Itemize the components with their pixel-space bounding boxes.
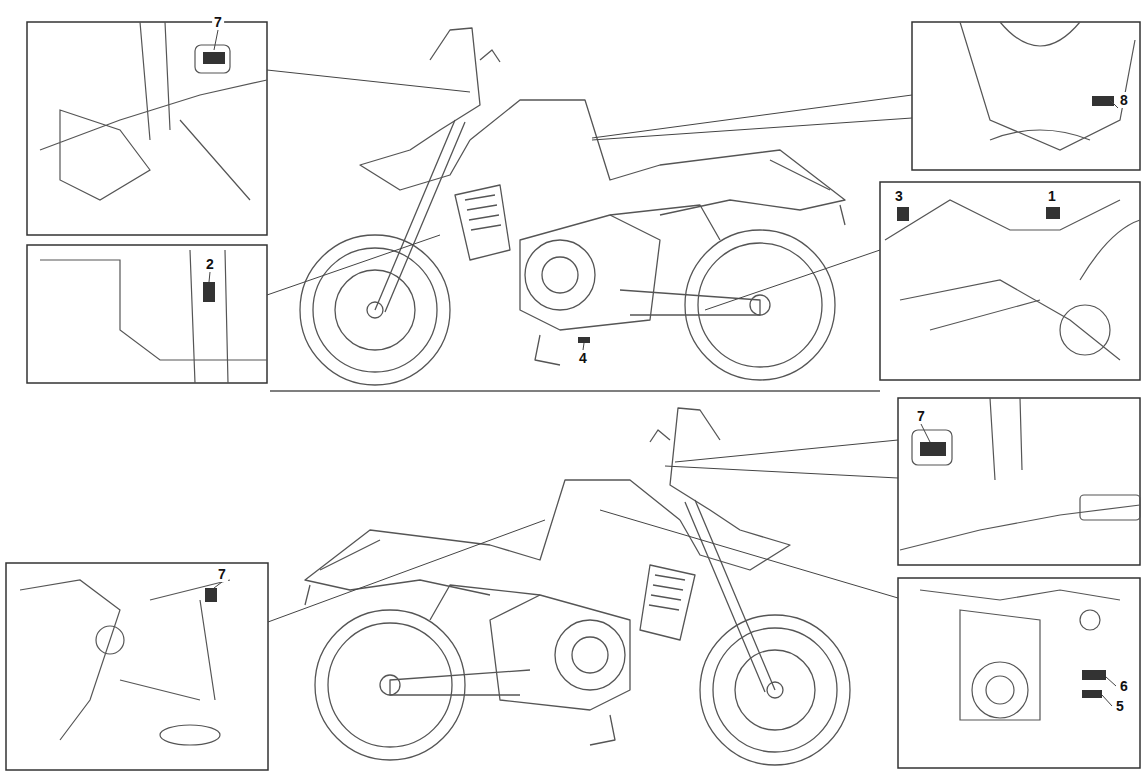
callout-number: 7 <box>915 408 927 424</box>
callout-number: 6 <box>1118 678 1130 694</box>
callout-number: 4 <box>577 350 589 366</box>
callout-number: 7 <box>216 566 228 582</box>
callout-number: 8 <box>1118 92 1130 108</box>
callout-number: 5 <box>1114 698 1126 714</box>
callout-number: 3 <box>893 188 905 204</box>
callout-number: 2 <box>204 256 216 272</box>
callout-number: 7 <box>212 14 224 30</box>
callout-number: 1 <box>1046 188 1058 204</box>
